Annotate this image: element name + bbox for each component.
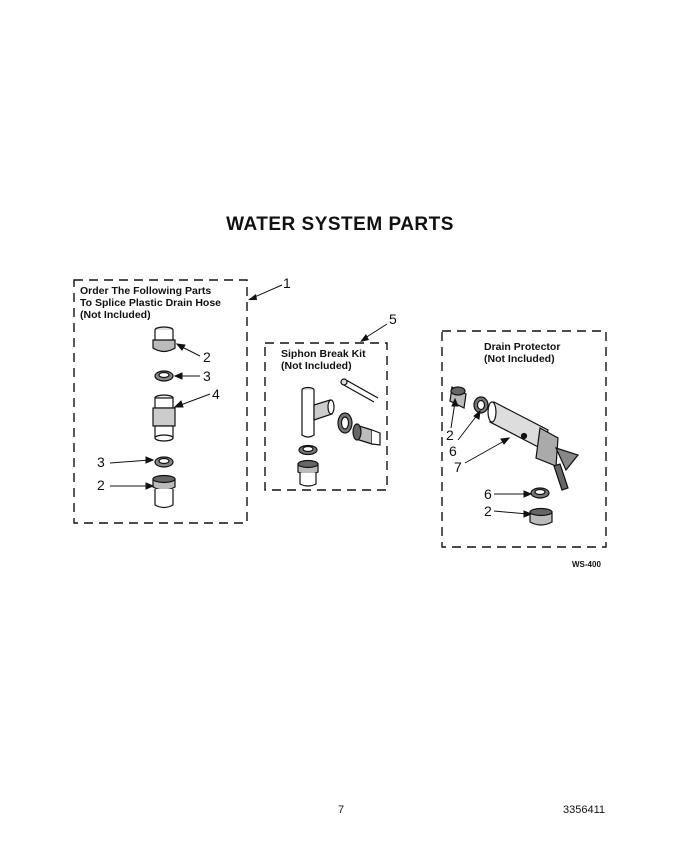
drain-leaders xyxy=(450,397,533,518)
drain-label-line-2: (Not Included) xyxy=(484,353,555,365)
drain-coupling-lower xyxy=(529,507,553,526)
callout-drain-6-bottom: 6 xyxy=(484,486,492,502)
callout-splice-4: 4 xyxy=(212,386,220,402)
callout-1: 1 xyxy=(283,275,291,291)
callout-drain-2-top: 2 xyxy=(446,427,454,443)
callout-drain-2-bottom: 2 xyxy=(484,503,492,519)
siphon-ring-lower xyxy=(298,444,318,456)
callout-drain-7: 7 xyxy=(454,459,462,475)
siphon-pin xyxy=(340,378,379,403)
drain-ring-lower xyxy=(530,487,550,499)
siphon-ring xyxy=(337,412,353,434)
drain-protector-body xyxy=(487,401,580,491)
siphon-coupling-lower xyxy=(297,459,319,487)
callout-splice-3-bottom: 3 xyxy=(97,454,105,470)
siphon-kit-box xyxy=(264,342,388,491)
drain-protector-box xyxy=(441,330,607,548)
siphon-label-line-2: (Not Included) xyxy=(281,360,352,372)
siphon-label-line-1: Siphon Break Kit xyxy=(281,348,366,360)
callout-drain-6-top: 6 xyxy=(449,443,457,459)
siphon-coupling xyxy=(352,423,381,446)
callout-splice-2-top: 2 xyxy=(203,349,211,365)
arrow-5 xyxy=(360,334,369,342)
siphon-kit-label: Siphon Break Kit (Not Included) xyxy=(281,348,366,372)
connector-tube xyxy=(152,394,176,442)
callout-splice-3-top: 3 xyxy=(203,368,211,384)
callout-splice-2-bottom: 2 xyxy=(97,477,105,493)
siphon-tee xyxy=(301,386,335,438)
splice-kit-label: Order The Following Parts To Splice Plas… xyxy=(80,285,221,321)
splice-label-line-1: Order The Following Parts xyxy=(80,285,212,297)
splice-label-line-3: (Not Included) xyxy=(80,309,151,321)
coupling-top xyxy=(152,326,176,353)
arrow-1 xyxy=(248,294,257,300)
part-number: 3356411 xyxy=(563,804,606,816)
clamp-ring-bottom xyxy=(154,456,174,468)
coupling-bottom xyxy=(152,474,176,509)
drain-protector-label: Drain Protector (Not Included) xyxy=(484,341,560,365)
splice-label-line-2: To Splice Plastic Drain Hose xyxy=(80,297,222,309)
clamp-ring-top xyxy=(154,370,174,382)
page-title: WATER SYSTEM PARTS xyxy=(226,214,454,235)
splice-leaders xyxy=(109,343,211,490)
page-number: 7 xyxy=(338,804,345,816)
diagram-code: WS-400 xyxy=(572,560,601,569)
splice-kit-box xyxy=(73,279,248,524)
drain-label-line-1: Drain Protector xyxy=(484,341,561,353)
drain-ring xyxy=(473,396,489,414)
callout-5: 5 xyxy=(389,311,397,327)
